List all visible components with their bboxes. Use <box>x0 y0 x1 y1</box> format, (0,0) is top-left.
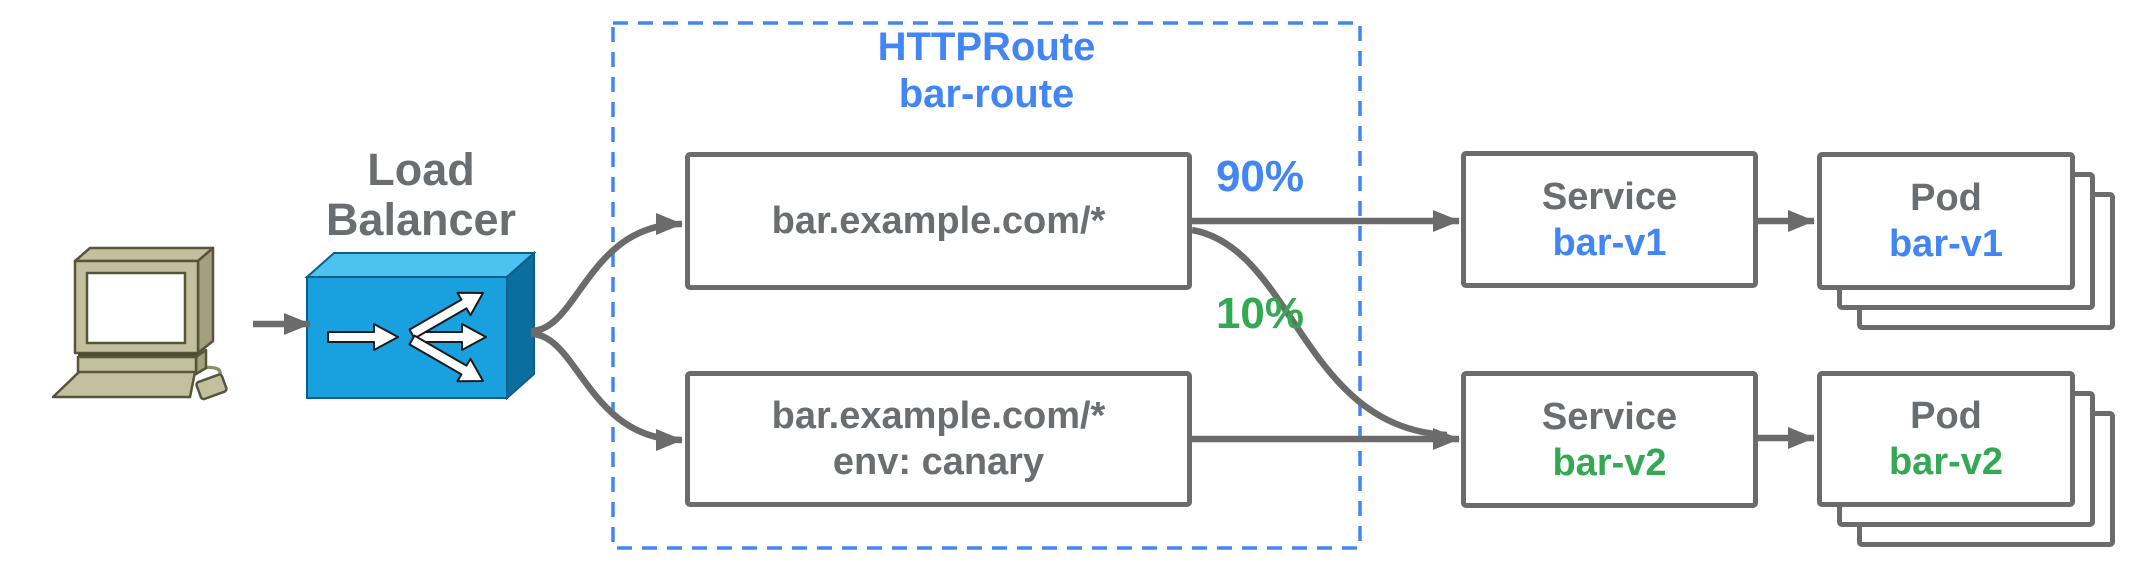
route-rule-primary-host: bar.example.com/* <box>771 200 1106 242</box>
keyboard <box>51 370 197 399</box>
httproute-name: bar-route <box>898 72 1075 116</box>
computer-icon <box>51 246 228 401</box>
pod-bar-v1-box: Pod bar-v1 <box>1817 152 2075 290</box>
mouse <box>195 373 228 401</box>
route-rule-canary-header-match: env: canary <box>832 441 1045 483</box>
route-rule-canary-host: bar.example.com/* <box>771 395 1106 437</box>
route-rule-primary-box: bar.example.com/* <box>685 152 1192 290</box>
lb-arrow-in <box>327 323 399 351</box>
pod-kind-label: Pod <box>1910 177 1982 219</box>
pod-name-label: bar-v1 <box>1888 223 2004 265</box>
lb-arrow-out-up <box>408 291 485 340</box>
load-balancer-icon <box>304 250 537 401</box>
lb-arrow-out-down <box>408 334 485 383</box>
load-balancer-label: Load Balancer <box>325 144 517 245</box>
service-bar-v2-box: Service bar-v2 <box>1461 371 1758 508</box>
weight-label-10: 10% <box>1215 289 1305 338</box>
pod-name-label: bar-v2 <box>1888 441 2004 483</box>
httproute-dashed-container <box>611 21 1362 550</box>
connector-rule1-to-service2-canary <box>1191 226 1448 439</box>
pod-bar-v2-box: Pod bar-v2 <box>1817 371 2075 507</box>
service-name-label: bar-v1 <box>1552 221 1667 264</box>
service-kind-label: Service <box>1541 395 1678 438</box>
httproute-title: HTTPRoute bar-route <box>613 24 1360 118</box>
service-bar-v1-box: Service bar-v1 <box>1461 151 1758 288</box>
connector-lb-to-rule1 <box>530 213 683 335</box>
connector-lb-to-rule2 <box>530 330 683 451</box>
service-name-label: bar-v2 <box>1552 441 1667 484</box>
service-kind-label: Service <box>1541 175 1678 218</box>
httproute-kind: HTTPRoute <box>877 25 1096 69</box>
pod-kind-label: Pod <box>1910 395 1982 437</box>
route-rule-canary-box: bar.example.com/* env: canary <box>685 371 1192 507</box>
weight-label-90: 90% <box>1215 152 1305 201</box>
